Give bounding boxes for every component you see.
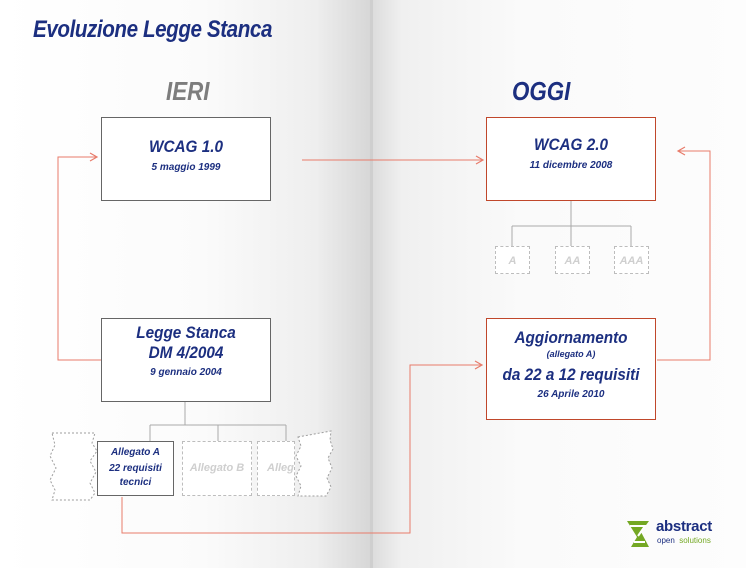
allegato-a-box: Allegato A 22 requisiti tecnici: [97, 441, 174, 496]
page-title: Evoluzione Legge Stanca: [33, 16, 272, 43]
level-aaa: AAA: [614, 246, 649, 274]
allegato-b-box: Allegato B: [182, 441, 252, 496]
logo-name: abstract: [656, 518, 712, 535]
heading-ieri: IERI: [166, 76, 210, 106]
wcag2-box: WCAG 2.0 11 dicembre 2008: [486, 117, 656, 201]
wcag2-date: 11 dicembre 2008: [529, 160, 613, 171]
heading-oggi: OGGI: [512, 76, 571, 106]
wcag1-box: WCAG 1.0 5 maggio 1999: [101, 117, 271, 201]
wcag2-tree: [511, 200, 632, 246]
torn-shape-right: [295, 430, 334, 497]
wcag2-title: WCAG 2.0: [534, 135, 608, 154]
aggiornamento-note: (allegato A): [546, 349, 596, 359]
legge-stanca-box: Legge Stanca DM 4/2004 9 gennaio 2004: [101, 318, 271, 402]
allegato-c-box: Alleg: [257, 441, 295, 496]
aggiornamento-box: Aggiornamento (allegato A) da 22 a 12 re…: [486, 318, 656, 420]
arrow-aggiornamento-to-wcag2: [657, 146, 711, 361]
aggiornamento-date: 26 Aprile 2010: [537, 389, 605, 400]
right-page: [372, 0, 746, 568]
aggiornamento-title: Aggiornamento: [514, 328, 628, 347]
arrow-legge-to-wcag1: [57, 152, 102, 361]
arrow-allegato-to-aggiornamento: [121, 360, 484, 534]
level-a: A: [495, 246, 530, 274]
aggiornamento-subtitle: da 22 a 12 requisiti: [502, 365, 640, 384]
allegato-a-detail2: tecnici: [119, 477, 152, 488]
allegato-a-detail1: 22 requisiti: [109, 463, 162, 474]
torn-shape-left: [49, 432, 98, 501]
wcag1-date: 5 maggio 1999: [151, 162, 221, 173]
logo-tagline: open solutions: [657, 536, 711, 545]
wcag1-title: WCAG 1.0: [149, 137, 223, 156]
logo-tag-open: open: [657, 536, 675, 545]
level-aa: AA: [555, 246, 590, 274]
allegato-a-label: Allegato A: [110, 447, 161, 458]
legge-line1: Legge Stanca: [136, 323, 236, 342]
page-fold: [370, 0, 373, 568]
legge-date: 9 gennaio 2004: [150, 367, 222, 378]
logo-tag-solutions: solutions: [679, 536, 711, 545]
legge-tree: [149, 402, 287, 441]
abstract-logo-mark: [627, 521, 649, 547]
legge-line2: DM 4/2004: [148, 343, 224, 362]
